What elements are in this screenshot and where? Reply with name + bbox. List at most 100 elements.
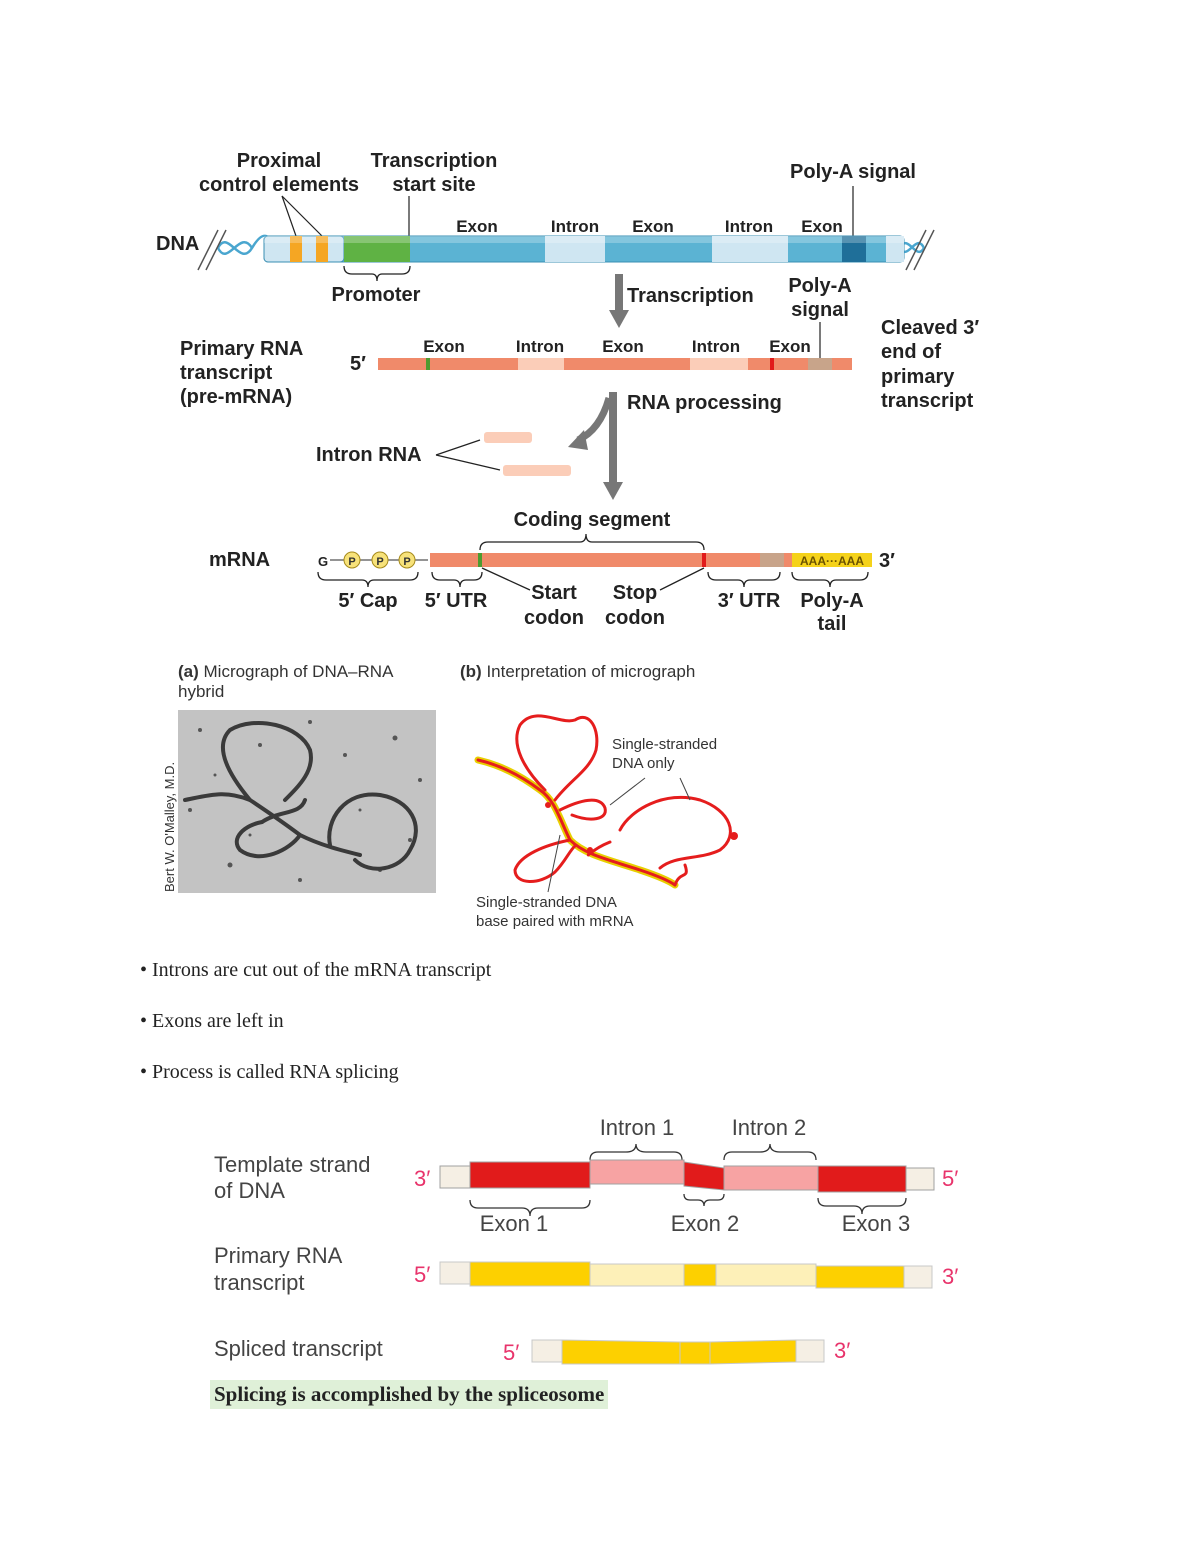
intron-rna-label: Intron RNA	[316, 444, 422, 466]
polya-tail-line2: tail	[818, 613, 847, 635]
micrograph-figure: (a) Micrograph of DNA–RNA hybrid (b) Int…	[162, 662, 738, 930]
rna-segment-exon-1: Exon	[423, 337, 465, 356]
excised-intron-2	[503, 465, 571, 476]
transcription-label: Transcription	[627, 285, 754, 307]
cleaved-line1: Cleaved 3′	[881, 317, 979, 339]
transcription-arrow	[609, 274, 629, 328]
cap-phosphate-1: P	[348, 556, 355, 568]
dna-segment-intron-2: Intron	[725, 217, 773, 236]
exon2-brace	[683, 1193, 725, 1207]
paired-label-line1: Single-stranded DNA	[476, 894, 617, 911]
stop-codon-mark	[702, 553, 706, 567]
start-codon-line1: Start	[531, 582, 577, 604]
template-label-line1: Template strand	[214, 1152, 371, 1177]
template-strand-bar	[439, 1159, 935, 1193]
spliced-transcript-bar	[531, 1339, 825, 1365]
cap-phosphate-3: P	[403, 556, 410, 568]
excised-intron-1	[484, 432, 532, 443]
interpretation-drawing	[474, 714, 738, 889]
promoter-brace	[343, 265, 411, 282]
panel-b-title-text: Interpretation of micrograph	[482, 662, 696, 681]
spliceosome-statement: Splicing is accomplished by the spliceos…	[210, 1380, 609, 1409]
pre-mrna-polya-signal	[808, 358, 832, 370]
dna-label: DNA	[156, 233, 199, 255]
pre-mrna-intron-1	[518, 358, 564, 370]
exon1-brace	[469, 1199, 591, 1217]
dna-segment-exon-2: Exon	[632, 217, 674, 236]
mrna-label: mRNA	[209, 549, 270, 571]
rna-processing-label: RNA processing	[627, 392, 782, 414]
primary-three-prime: 3′	[942, 1264, 958, 1289]
primary-label-line2: transcript	[214, 1270, 304, 1295]
dna-segment-intron-1: Intron	[551, 217, 599, 236]
gene-expression-figure: Proximal control elements Transcription …	[156, 150, 979, 635]
spliced-label: Spliced transcript	[214, 1336, 383, 1361]
exon2-label: Exon 2	[671, 1211, 740, 1236]
pre-mrna-intron-2	[690, 358, 748, 370]
cleaved-line4: transcript	[881, 390, 974, 412]
spliced-five-prime: 5′	[503, 1340, 519, 1365]
cap-g: G	[318, 554, 328, 569]
panel-a-prefix: (a)	[178, 662, 199, 681]
cap-label: 5′ Cap	[338, 590, 397, 612]
ss-dna-label-line1: Single-stranded	[612, 736, 717, 753]
proximal-label-line2: control elements	[199, 174, 359, 196]
tss-label-line2: start site	[392, 174, 475, 196]
primary-transcript-bar	[439, 1261, 933, 1289]
ss-dna-pointer-1	[609, 777, 646, 806]
micrograph-photo	[178, 710, 436, 893]
polya-tail-bar	[792, 553, 872, 567]
paired-label-line2: base paired with mRNA	[476, 913, 634, 930]
dna-intron-2	[712, 236, 788, 262]
utr5-label: 5′ UTR	[425, 590, 488, 612]
rna-processing-arrow	[568, 392, 623, 500]
polya-tail-line1: Poly-A	[800, 590, 863, 612]
template-label-line2: of DNA	[214, 1178, 285, 1203]
cleaved-line3: primary	[881, 366, 955, 388]
ss-dna-label-line2: DNA only	[612, 755, 675, 772]
bullet-introns: • Introns are cut out of the mRNA transc…	[140, 959, 492, 981]
photo-credit: Bert W. O'Malley, M.D.	[162, 762, 177, 892]
exon3-label: Exon 3	[842, 1211, 911, 1236]
stop-codon-line1: Stop	[613, 582, 657, 604]
bullet-splicing: • Process is called RNA splicing	[140, 1061, 399, 1083]
dna-break-right	[905, 229, 935, 271]
spliced-three-prime: 3′	[834, 1338, 850, 1363]
proximal-element-1	[290, 236, 302, 262]
proximal-pointer-2	[281, 195, 323, 237]
panel-b-title: (b) Interpretation of micrograph	[460, 662, 695, 681]
dna-intron-1	[545, 236, 605, 262]
panel-a-title: Micrograph of DNA–RNA	[199, 662, 394, 681]
intron-pointer-1	[435, 439, 481, 456]
exon1-label: Exon 1	[480, 1211, 549, 1236]
template-three-prime: 3′	[414, 1166, 430, 1191]
coding-segment-label: Coding segment	[514, 509, 671, 531]
dna-segment-exon-1: Exon	[456, 217, 498, 236]
intron-pointer-2	[435, 454, 501, 471]
coding-segment-brace	[479, 533, 705, 551]
panel-a-title-line1: (a) Micrograph of DNA–RNA	[178, 662, 394, 681]
polya-signal-top-label: Poly-A signal	[790, 161, 916, 183]
dna-bar	[263, 235, 905, 263]
dna-downstream	[886, 236, 904, 262]
panel-a-title-line2: hybrid	[178, 682, 224, 701]
mrna-polya-signal	[760, 553, 784, 567]
polya-signal-mid-line1: Poly-A	[788, 275, 851, 297]
rna-segment-intron-2: Intron	[692, 337, 740, 356]
dna-break-left	[197, 229, 227, 271]
intron1-brace	[589, 1143, 683, 1161]
bullet-exons: • Exons are left in	[140, 1010, 284, 1032]
start-codon-line2: codon	[524, 607, 584, 629]
tss-label-line1: Transcription	[371, 150, 498, 172]
polya-sequence: AAA···AAA	[800, 554, 864, 568]
intron2-label: Intron 2	[732, 1115, 807, 1140]
template-five-prime: 5′	[942, 1166, 958, 1191]
ss-dna-pointer-2	[679, 777, 691, 801]
pre-mrna-five-prime: 5′	[350, 353, 366, 375]
rna-segment-exon-2: Exon	[602, 337, 644, 356]
mrna-braces	[317, 567, 869, 591]
pre-mrna-start-mark	[426, 358, 430, 370]
stop-codon-line2: codon	[605, 607, 665, 629]
dna-polya-signal	[842, 236, 866, 262]
